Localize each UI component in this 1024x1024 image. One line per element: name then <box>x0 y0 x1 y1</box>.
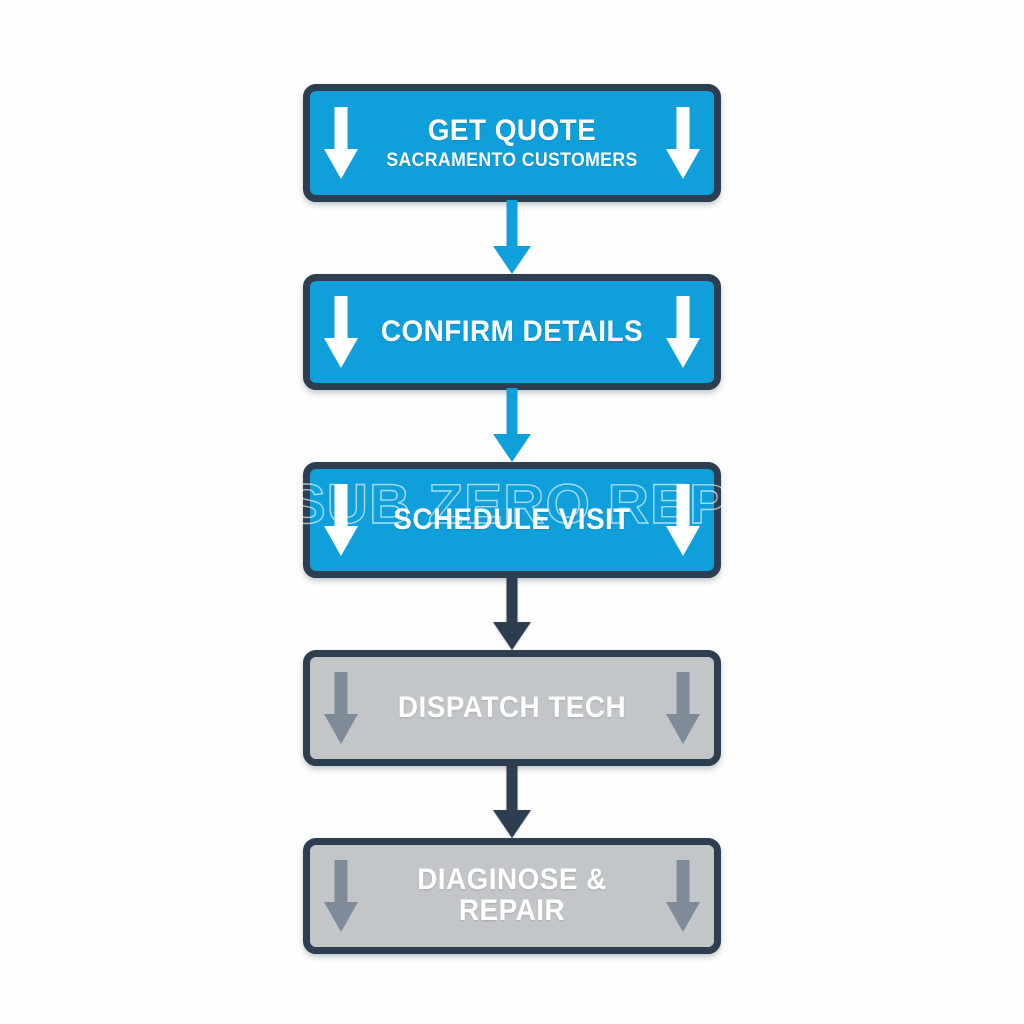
down-arrow-icon-right <box>666 296 700 368</box>
connector-arrow-1 <box>303 200 721 274</box>
down-arrow-icon-left <box>324 107 358 179</box>
process-flow: GET QUOTE SACRAMENTO CUSTOMERS CONFIRM D… <box>287 84 825 954</box>
connector-arrow-4 <box>303 764 721 838</box>
connector-arrow-2 <box>303 388 721 462</box>
down-arrow-icon-right <box>666 672 700 744</box>
flow-step-labels: GET QUOTE SACRAMENTO CUSTOMERS <box>358 113 666 172</box>
connector-arrow-3 <box>303 576 721 650</box>
flow-step-dispatch-tech[interactable]: DISPATCH TECH <box>303 650 721 766</box>
flow-step-labels: DIAGINOSE & REPAIR <box>358 865 666 926</box>
flow-step-label: CONFIRM DETAILS <box>380 314 644 348</box>
down-arrow-icon-left <box>324 672 358 744</box>
flow-step-label: DIAGINOSE & REPAIR <box>417 863 607 927</box>
down-arrow-icon-right <box>666 107 700 179</box>
down-arrow-icon-left <box>324 484 358 556</box>
flow-step-labels: SCHEDULE VISIT <box>358 502 666 536</box>
flow-step-labels: DISPATCH TECH <box>358 690 666 724</box>
flow-step-diagnose-repair[interactable]: DIAGINOSE & REPAIR <box>303 838 721 954</box>
down-arrow-icon-right <box>666 484 700 556</box>
down-arrow-icon-left <box>324 860 358 932</box>
flow-step-label: SCHEDULE VISIT <box>393 502 631 536</box>
flow-step-labels: CONFIRM DETAILS <box>358 314 666 348</box>
flow-step-schedule-visit[interactable]: SUB ZERO REPAIR SCHEDULE VISIT <box>287 462 825 578</box>
flow-step-label: GET QUOTE <box>427 113 597 147</box>
flow-step-sublabel: SACRAMENTO CUSTOMERS <box>386 150 638 172</box>
down-arrow-icon-left <box>324 296 358 368</box>
flow-step-get-quote[interactable]: GET QUOTE SACRAMENTO CUSTOMERS <box>303 84 721 202</box>
down-arrow-icon-right <box>666 860 700 932</box>
flow-step-confirm-details[interactable]: CONFIRM DETAILS <box>303 274 721 390</box>
flow-step-label: DISPATCH TECH <box>397 690 627 724</box>
